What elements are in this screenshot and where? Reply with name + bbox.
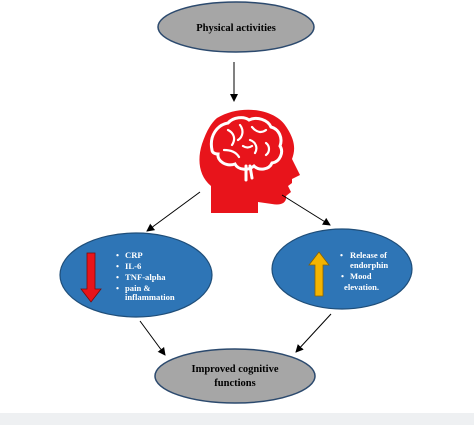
inflammation-markers-node: • CRP • IL-6 • TNF-alpha • pain & inflam… (59, 232, 213, 318)
down-arrow-icon (80, 252, 102, 303)
bullet-marker: • (341, 271, 344, 281)
endorphin-node: • Release of endorphin • Mood elevation. (271, 228, 413, 310)
bullet-inflammation: inflammation (125, 292, 175, 302)
bullet-mood: Mood (350, 271, 372, 281)
bullet-elevation: elevation. (344, 282, 379, 292)
up-arrow-icon (308, 251, 330, 297)
bullet-endorphin: endorphin (350, 260, 388, 270)
bullet-tnf-alpha: TNF-alpha (125, 272, 166, 282)
arrow-left-to-cognitive (139, 320, 166, 356)
improved-cognitive-node: Improved cognitive functions (154, 348, 316, 404)
arrow-brain-to-left (146, 191, 201, 232)
physical-activities-node: Physical activities (157, 1, 315, 53)
improved-cognitive-label-line1: Improved cognitive (191, 364, 278, 375)
right-bullet-list: • Release of endorphin • Mood elevation. (340, 250, 388, 292)
bullet-release: Release of (350, 250, 387, 260)
bullet-pain: pain & (125, 283, 151, 293)
bullet-il6: IL-6 (125, 261, 142, 271)
improved-cognitive-label-line2: functions (214, 378, 255, 389)
bullet-marker: • (116, 283, 119, 293)
bullet-marker: • (116, 250, 119, 260)
arrow-brain-to-right (281, 194, 331, 226)
bullet-marker: • (116, 261, 119, 271)
arrow-right-to-cognitive (295, 313, 332, 353)
bullet-marker: • (340, 250, 343, 260)
footer-band (0, 413, 474, 425)
bullet-marker: • (116, 272, 119, 282)
head-brain-icon (199, 109, 300, 213)
physical-activities-label: Physical activities (196, 23, 276, 34)
bullet-crp: CRP (125, 250, 143, 260)
left-bullet-list: • CRP • IL-6 • TNF-alpha • pain & inflam… (116, 250, 175, 302)
